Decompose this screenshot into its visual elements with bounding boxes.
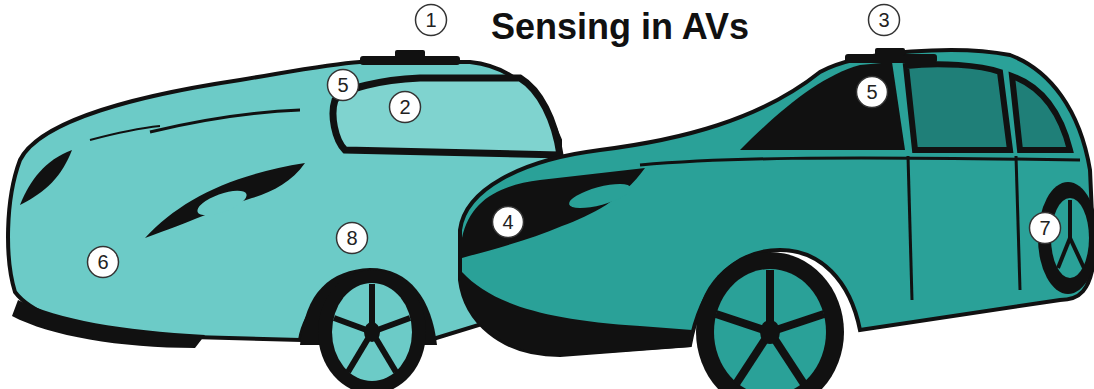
callout-circle: 2 (388, 90, 422, 124)
callout-circle: 6 (86, 245, 120, 279)
side-window (1012, 76, 1070, 150)
hood-crease (150, 110, 300, 132)
callout-circle: 8 (335, 221, 369, 255)
callout-number: 5 (855, 75, 889, 109)
headlight (145, 163, 305, 238)
callout-number: 6 (86, 245, 120, 279)
roof-sensor (875, 48, 905, 56)
callout-circle: 1 (414, 3, 448, 37)
windshield (333, 78, 560, 155)
hub (760, 320, 780, 344)
rim (332, 283, 412, 381)
callout-circle: 5 (855, 75, 889, 109)
headlight (20, 150, 72, 205)
tire (696, 252, 844, 389)
diagram-title: Sensing in AVs (470, 6, 770, 48)
hood-crease (90, 126, 160, 140)
callout-number: 4 (491, 205, 525, 239)
callout-number: 7 (1028, 211, 1062, 245)
headlight-lens (194, 186, 249, 221)
wheel-spokes (716, 270, 824, 384)
front-grille (462, 272, 692, 356)
headlight (462, 168, 645, 258)
callout-circle: 5 (326, 68, 360, 102)
callout-circle: 4 (491, 205, 525, 239)
rim (714, 269, 826, 389)
front-bumper (12, 300, 205, 348)
callout-number: 2 (388, 90, 422, 124)
body-crease (640, 158, 1080, 165)
hub (364, 322, 380, 342)
callout-circle: 7 (1028, 211, 1062, 245)
roof-sensor (395, 50, 425, 58)
windshield (740, 62, 905, 150)
headlight-lens (567, 179, 633, 213)
callout-number: 3 (867, 3, 901, 37)
callout-number: 1 (414, 3, 448, 37)
door-line (908, 156, 912, 300)
callout-number: 5 (326, 68, 360, 102)
side-window (906, 64, 1010, 150)
tire (318, 270, 426, 389)
wheel-spokes (334, 284, 410, 372)
callout-number: 8 (335, 221, 369, 255)
callout-circle: 3 (867, 3, 901, 37)
door-line (1016, 156, 1020, 290)
wheel-spokes (1058, 200, 1084, 268)
